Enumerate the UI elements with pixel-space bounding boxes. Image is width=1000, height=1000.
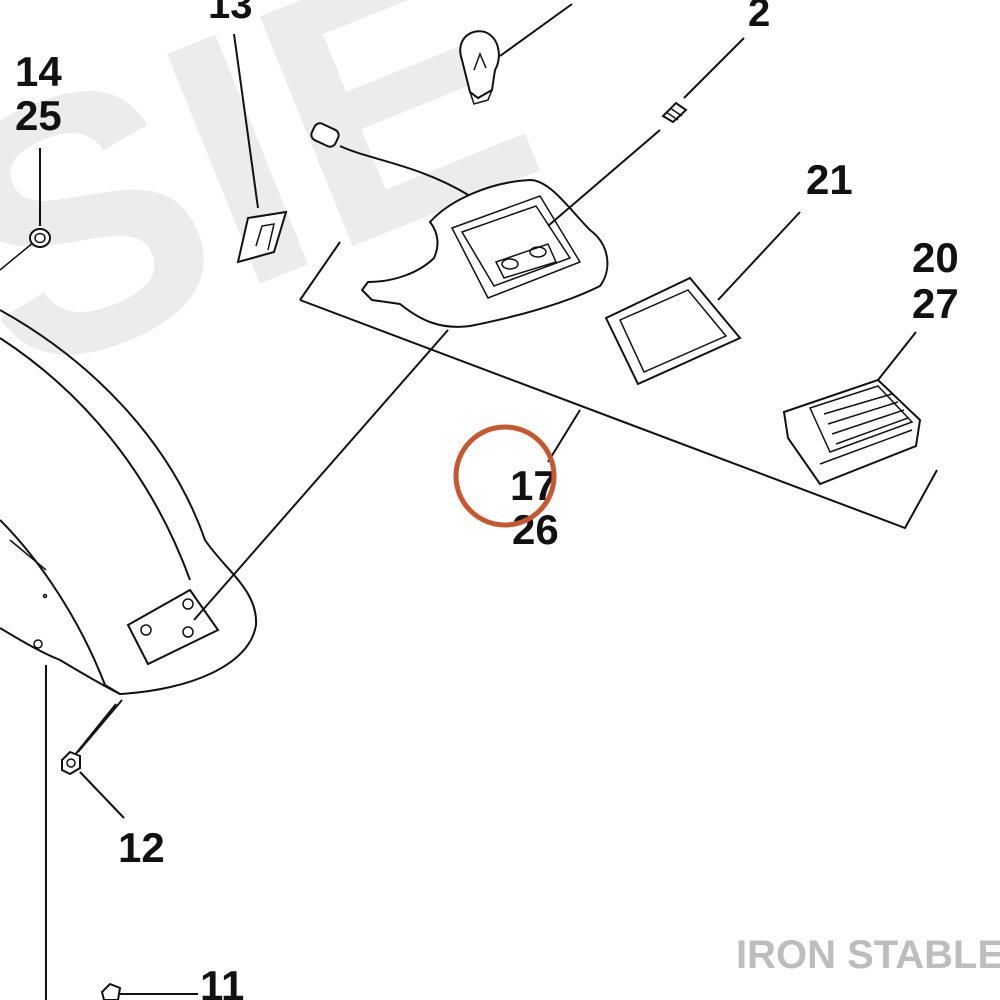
callout-21: 21 <box>806 156 853 203</box>
callout-20: 20 <box>912 234 959 281</box>
bulb-part <box>459 3 573 105</box>
assembly-bracket <box>299 241 938 530</box>
lamp-lens-part-20-27 <box>782 331 922 486</box>
nut-part-12 <box>61 699 125 819</box>
lamp-housing-part-17 <box>193 122 661 621</box>
callout-17: 17 <box>510 462 557 509</box>
callout-13: 13 <box>208 0 253 27</box>
rear-fender <box>0 309 258 696</box>
callout-labels: 13 2 14 25 21 20 27 17 26 12 11 <box>15 0 959 1000</box>
highlight-ring <box>453 424 557 528</box>
callout-11: 11 <box>200 962 244 1000</box>
callout-2: 2 <box>748 0 770 35</box>
bolt-part-14-25 <box>0 148 51 271</box>
brand-watermark: IRON STABLE <box>736 933 1000 977</box>
callout-14: 14 <box>15 48 62 95</box>
clip-part-13 <box>233 33 288 264</box>
callout-12: 12 <box>118 824 165 871</box>
callout-27: 27 <box>912 280 959 327</box>
rod-part-11 <box>45 665 198 1000</box>
screw-part-2 <box>661 37 745 124</box>
lens-gasket-part-21 <box>604 211 801 386</box>
callout-25: 25 <box>15 92 62 139</box>
